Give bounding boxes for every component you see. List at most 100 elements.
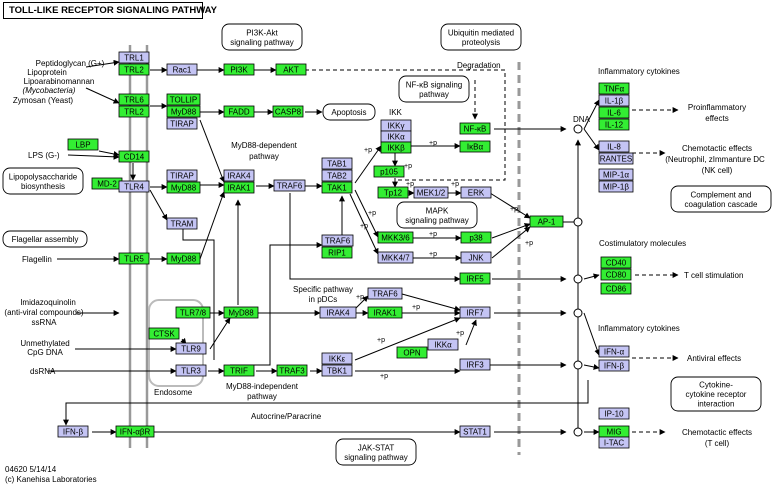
map-box[interactable] xyxy=(398,75,470,103)
gene-cd14[interactable]: CD14 xyxy=(118,150,150,163)
gene-cd80[interactable]: CD80 xyxy=(600,268,632,281)
gene-box[interactable] xyxy=(459,306,491,319)
gene-tak1[interactable]: TAK1 xyxy=(321,181,353,194)
gene-box[interactable] xyxy=(223,364,255,377)
gene-box[interactable] xyxy=(272,105,304,118)
gene-box[interactable] xyxy=(175,364,207,377)
gene-ikka[interactable]: IKKα xyxy=(380,130,412,143)
map-box[interactable] xyxy=(670,376,762,412)
gene-akt[interactable]: AKT xyxy=(275,63,307,76)
gene-tbk1[interactable]: TBK1 xyxy=(321,364,353,377)
gene-irf7[interactable]: IRF7 xyxy=(459,306,491,319)
gene-il1b[interactable]: IL-1β xyxy=(598,94,630,107)
gene-il6[interactable]: IL-6 xyxy=(598,106,630,119)
gene-trl1[interactable]: TRL1 xyxy=(118,51,150,64)
gene-box[interactable] xyxy=(166,217,198,230)
gene-box[interactable] xyxy=(459,122,491,135)
gene-ikka2[interactable]: IKKα xyxy=(427,338,459,351)
map-box[interactable] xyxy=(2,230,88,248)
gene-trl2a[interactable]: TRL2 xyxy=(118,63,150,76)
gene-box[interactable] xyxy=(166,181,201,194)
gene-tlr9[interactable]: TLR9 xyxy=(175,342,207,355)
gene-ip10[interactable]: IP-10 xyxy=(598,407,630,420)
gene-tlr3[interactable]: TLR3 xyxy=(175,364,207,377)
gene-box[interactable] xyxy=(598,436,630,449)
gene-box[interactable] xyxy=(321,364,353,377)
gene-p38[interactable]: p38 xyxy=(460,231,492,244)
gene-box[interactable] xyxy=(319,306,357,319)
gene-box[interactable] xyxy=(175,342,207,355)
gene-box[interactable] xyxy=(460,186,492,199)
gene-box[interactable] xyxy=(598,140,630,153)
gene-box[interactable] xyxy=(598,118,630,131)
gene-ctsk[interactable]: CTSK xyxy=(148,327,180,340)
gene-myd88b[interactable]: MyD88 xyxy=(166,181,201,194)
gene-box[interactable] xyxy=(115,425,155,438)
gene-box[interactable] xyxy=(598,345,630,358)
gene-box[interactable] xyxy=(118,93,150,106)
gene-box[interactable] xyxy=(223,105,255,118)
gene-il8[interactable]: IL-8 xyxy=(598,140,630,153)
gene-box[interactable] xyxy=(275,63,307,76)
gene-box[interactable] xyxy=(377,186,409,199)
gene-tab1[interactable]: TAB1 xyxy=(321,157,353,170)
gene-box[interactable] xyxy=(148,327,180,340)
map-box[interactable] xyxy=(670,185,772,213)
gene-tnfa[interactable]: TNFα xyxy=(598,82,630,95)
gene-ikkb[interactable]: IKKβ xyxy=(380,141,412,154)
gene-box[interactable] xyxy=(598,180,634,193)
gene-irak4a[interactable]: IRAK4 xyxy=(223,169,255,182)
gene-jnk[interactable]: JNK xyxy=(460,251,492,264)
flagellar-assembly-map[interactable]: Flagellar assembly xyxy=(2,230,88,248)
gene-box[interactable] xyxy=(598,82,630,95)
map-box[interactable] xyxy=(2,167,84,195)
gene-box[interactable] xyxy=(413,186,449,199)
gene-md2[interactable]: MD-2 xyxy=(91,177,123,190)
gene-ifnabr[interactable]: IFN-αβR xyxy=(115,425,155,438)
gene-box[interactable] xyxy=(166,93,201,106)
gene-stat1[interactable]: STAT1 xyxy=(459,425,491,438)
gene-box[interactable] xyxy=(118,63,150,76)
map-box[interactable] xyxy=(440,23,522,51)
gene-myd88d[interactable]: MyD88 xyxy=(223,306,259,319)
gene-box[interactable] xyxy=(321,181,353,194)
gene-box[interactable] xyxy=(598,152,634,165)
gene-irak1b[interactable]: IRAK1 xyxy=(367,306,403,319)
map-box[interactable] xyxy=(322,103,376,121)
gene-rac1[interactable]: Rac1 xyxy=(166,63,198,76)
gene-box[interactable] xyxy=(396,346,428,359)
gene-mkk47[interactable]: MKK4/7 xyxy=(377,251,414,264)
gene-tlr4[interactable]: TLR4 xyxy=(118,180,150,193)
gene-lbp[interactable]: LBP xyxy=(67,138,99,151)
gene-tollip[interactable]: TOLLIP xyxy=(166,93,201,106)
gene-ap1[interactable]: AP-1 xyxy=(529,215,564,228)
gene-ikkg[interactable]: IKKγ xyxy=(380,119,412,132)
gene-box[interactable] xyxy=(367,306,403,319)
gene-traf6c[interactable]: TRAF6 xyxy=(367,287,403,300)
gene-box[interactable] xyxy=(118,180,150,193)
gene-cd40[interactable]: CD40 xyxy=(600,256,632,269)
gene-trl2b[interactable]: TRL2 xyxy=(118,105,150,118)
gene-trif[interactable]: TRIF xyxy=(223,364,255,377)
gene-myd88c[interactable]: MyD88 xyxy=(166,252,201,265)
gene-tirap[interactable]: TIRAP xyxy=(166,117,198,130)
gene-tlr5[interactable]: TLR5 xyxy=(118,252,150,265)
gene-irf5[interactable]: IRF5 xyxy=(459,272,491,285)
gene-box[interactable] xyxy=(166,117,198,130)
gene-ikke[interactable]: IKKε xyxy=(321,352,353,365)
apoptosis-map[interactable]: Apoptosis xyxy=(322,103,376,121)
gene-cd86[interactable]: CD86 xyxy=(600,282,632,295)
gene-casp8[interactable]: CASP8 xyxy=(272,105,304,118)
gene-box[interactable] xyxy=(600,282,632,295)
gene-tram[interactable]: TRAM xyxy=(166,217,198,230)
gene-ifna[interactable]: IFN-α xyxy=(598,345,630,358)
gene-box[interactable] xyxy=(600,268,632,281)
gene-mek12[interactable]: MEK1/2 xyxy=(413,186,449,199)
gene-box[interactable] xyxy=(223,306,259,319)
gene-tirap2[interactable]: TIRAP xyxy=(166,169,198,182)
